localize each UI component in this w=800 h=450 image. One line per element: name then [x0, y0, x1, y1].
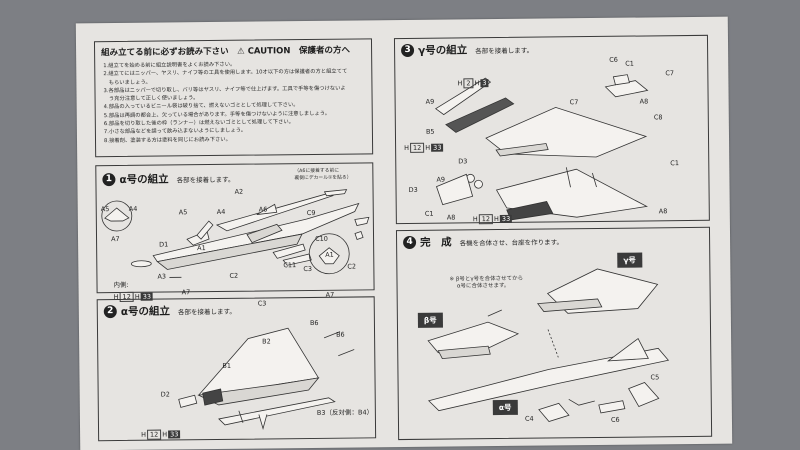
part-label: A3 — [157, 272, 167, 281]
part-label: A5 — [178, 208, 188, 217]
part-label: A9 — [436, 175, 446, 184]
step2-panel: 2 α号の組立 各部を接着します。 B6 B6 B2 B1 D2 B3（反対側：… — [96, 296, 377, 442]
part-label: A8 — [639, 97, 649, 106]
step3-panel: 3 γ号の組立 各部を接着します。 C6 C1 C7 — [393, 34, 710, 225]
part-label: A2 — [234, 187, 244, 196]
caution-box: 組み立てる前に必ずお読み下さい ⚠ CAUTION 保護者の方へ 1.組立てを始… — [93, 38, 374, 158]
part-label: C11 — [283, 261, 297, 270]
part-label: C6 — [609, 55, 618, 64]
part-label: D3 — [408, 185, 418, 194]
part-label: A7 — [181, 288, 191, 297]
part-label: A1 — [197, 244, 206, 253]
part-label: B3（反対側：B4） — [316, 408, 374, 417]
caution-list: 1.組立てを始める前に組立説明書をよくお読み下さい。 2.組立てにはニッパー、ヤ… — [103, 59, 368, 145]
part-label: C10 — [315, 234, 328, 243]
step4-panel: 4 完 成 各機を合体させ、台座を作ります。 ※ β号とγ号を合体させてから α… — [395, 226, 713, 441]
part-label: A8 — [446, 213, 456, 222]
part-label: C4 — [524, 414, 534, 423]
part-label: B5 — [425, 127, 435, 136]
part-label: A8 — [658, 207, 668, 216]
part-label: C2 — [229, 271, 239, 280]
part-label: B6 — [309, 318, 319, 327]
part-label: D2 — [160, 390, 170, 399]
step1-panel: 1 α号の組立 各部を接着します。 （A6に接着する前に 裏側にデカール①を貼る… — [95, 162, 375, 308]
part-label: A1 — [325, 250, 334, 259]
part-label: C1 — [670, 159, 680, 168]
step4-diagram — [427, 268, 670, 422]
part-label: A4 — [128, 204, 138, 213]
part-label: C7 — [665, 69, 675, 78]
part-label: C8 — [653, 113, 663, 122]
part-label: A7 — [111, 234, 120, 244]
part-label: C6 — [610, 415, 620, 424]
part-label: C9 — [306, 208, 316, 218]
step2-diagram — [178, 327, 355, 430]
instruction-sheet: 組み立てる前に必ずお読み下さい ⚠ CAUTION 保護者の方へ 1.組立てを始… — [75, 16, 733, 450]
part-label: A6 — [258, 205, 268, 214]
part-label: B2 — [262, 337, 271, 346]
part-label: C5 — [650, 373, 660, 382]
part-label: C2 — [347, 262, 357, 271]
part-label: C1 — [424, 209, 434, 218]
caution-title: 組み立てる前に必ずお読み下さい ⚠ CAUTION 保護者の方へ — [101, 45, 350, 59]
part-label: D1 — [159, 240, 169, 249]
part-label: C1 — [625, 59, 634, 68]
part-label: A4 — [216, 207, 226, 216]
part-label: A9 — [425, 97, 435, 106]
part-label: B6 — [336, 330, 345, 339]
part-label: A5 — [100, 205, 110, 214]
part-label: C3 — [303, 264, 313, 274]
inner-label: 内側: — [113, 280, 129, 290]
step3-diagram — [434, 74, 649, 221]
part-label: C7 — [569, 98, 579, 107]
part-label: D3 — [458, 157, 468, 166]
part-label: B1 — [222, 361, 232, 370]
step1-diagram — [101, 189, 370, 278]
